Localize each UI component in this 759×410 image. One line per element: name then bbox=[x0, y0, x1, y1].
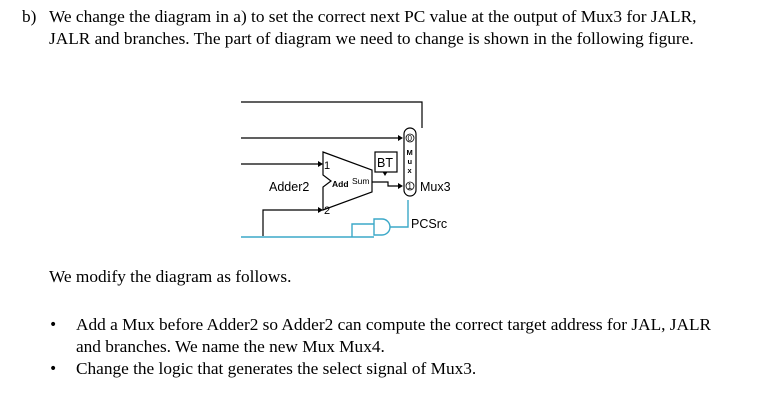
list-item-text: Change the logic that generates the sele… bbox=[76, 359, 477, 378]
modification-list: • Add a Mux before Adder2 so Adder2 can … bbox=[49, 314, 739, 380]
label-mux-in0: 0 bbox=[408, 134, 413, 143]
label-mux-letter-m: M bbox=[407, 148, 413, 157]
and-gate bbox=[373, 218, 391, 236]
label-in2: 2 bbox=[324, 205, 330, 217]
arrow-in1 bbox=[318, 161, 323, 167]
datapath-figure: 1 2 Adder2 Add Sum BT 0 1 M u x Mux3 PCS… bbox=[241, 101, 451, 238]
bullet-icon: • bbox=[49, 361, 58, 377]
label-in1: 1 bbox=[324, 160, 330, 172]
list-item: • Change the logic that generates the se… bbox=[49, 358, 739, 380]
question-paragraph: b) We change the diagram in a) to set th… bbox=[22, 6, 739, 50]
list-item-text: Add a Mux before Adder2 so Adder2 can co… bbox=[76, 315, 712, 356]
pcsrc-wire bbox=[390, 200, 409, 228]
arrow-in2 bbox=[318, 207, 323, 213]
control-wire-bt bbox=[351, 223, 374, 237]
mux-in0-marker bbox=[405, 133, 415, 143]
label-pcsrc: PCSrc bbox=[411, 217, 447, 231]
list-item: • Add a Mux before Adder2 so Adder2 can … bbox=[49, 314, 739, 358]
label-bt: BT bbox=[377, 156, 393, 170]
label-mux-letter-u: u bbox=[408, 157, 413, 166]
arrow-mux-in1 bbox=[398, 183, 403, 189]
bullet-icon: • bbox=[49, 317, 58, 333]
label-mux3: Mux3 bbox=[420, 180, 451, 194]
top-wire bbox=[241, 101, 423, 128]
bt-box bbox=[374, 151, 398, 173]
label-mux-letter-x: x bbox=[408, 166, 413, 175]
sum-wire bbox=[372, 181, 398, 187]
question-marker: b) bbox=[22, 7, 37, 26]
arrow-mux-in0 bbox=[398, 135, 403, 141]
mux3-box bbox=[403, 127, 417, 197]
label-adder-sum: Sum bbox=[352, 176, 369, 186]
label-adder-name: Adder2 bbox=[269, 180, 309, 194]
wire-to-in2 bbox=[262, 209, 318, 236]
label-adder-op: Add bbox=[332, 179, 349, 189]
modification-intro: We modify the diagram as follows. bbox=[49, 267, 292, 286]
adder-box bbox=[322, 151, 373, 211]
mux-in1-marker bbox=[405, 181, 415, 191]
question-text: We change the diagram in a) to set the c… bbox=[49, 7, 697, 48]
label-mux-in1: 1 bbox=[408, 182, 413, 191]
